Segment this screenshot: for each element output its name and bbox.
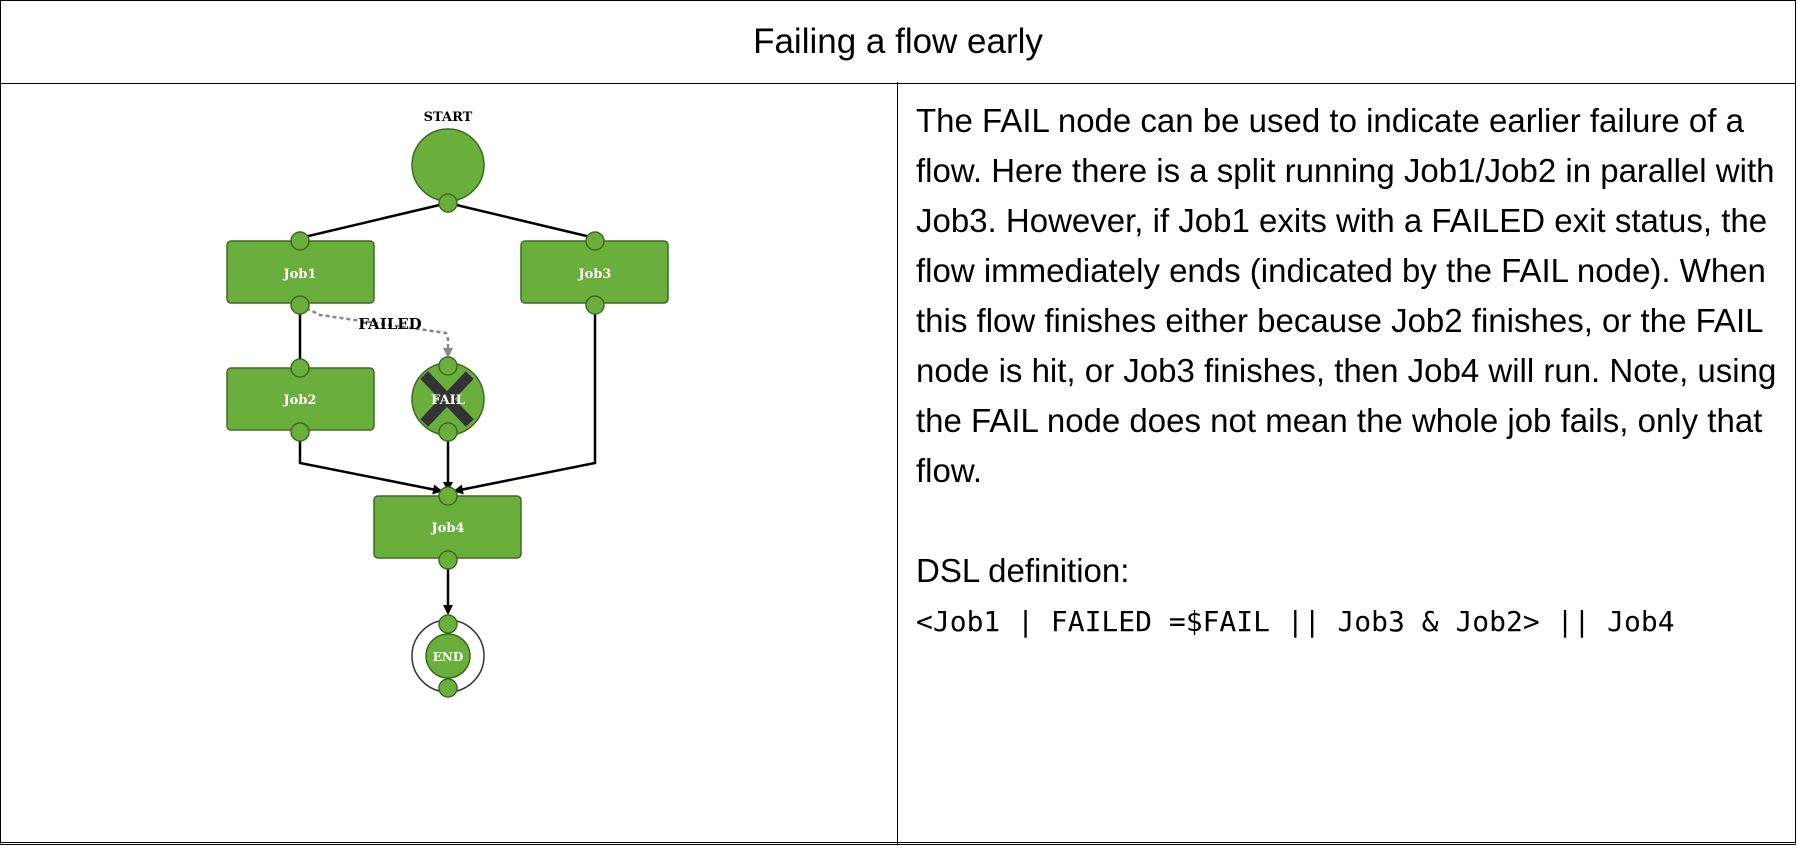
job3-port-in [585,231,605,251]
job2-label: Job2 [283,393,317,408]
job2-port-in [290,358,310,378]
end-port-out [438,678,458,698]
job4-port-out [438,550,458,570]
start-node: START [411,110,485,213]
start-port-out [438,193,458,213]
fail-port-in [438,356,458,376]
job3-port-out [585,295,605,315]
flow-diagram: START Job1 Job3 FAILED Job2 [0,83,897,843]
dsl-definition-label: DSL definition: [916,552,1130,589]
description-cell: The FAIL node can be used to indicate ea… [916,96,1782,648]
job3-label: Job3 [578,267,612,282]
fail-x-icon [420,371,474,427]
job4-port-in [438,486,458,506]
fail-label: FAIL [431,393,465,408]
fail-port-out [438,422,458,442]
edge-job1-fail [299,303,453,358]
job1-port-in [290,231,310,251]
flow-diagram-svg: START Job1 Job3 FAILED Job2 [226,110,669,698]
job2-port-out [290,422,310,442]
job4-node: Job4 [373,486,522,570]
job1-port-out [290,295,310,315]
page-title: Failing a flow early [1,1,1795,84]
end-node: END [411,614,485,698]
job3-node: Job3 [520,231,669,315]
end-label: END [433,650,464,664]
column-divider [897,82,898,845]
fail-node: FAIL [411,356,485,442]
description-text: The FAIL node can be used to indicate ea… [916,102,1777,489]
failed-edge-label: FAILED [358,315,421,333]
end-port-in [438,614,458,634]
job4-label: Job4 [431,521,465,536]
job1-node: Job1 [226,231,375,315]
edge-job2-job4 [298,432,443,495]
edge-job3-job4 [453,305,597,495]
job2-node: Job2 [226,358,375,442]
dsl-definition-code: <Job1 | FAILED =$FAIL || Job3 & Job2> ||… [916,605,1675,638]
start-label: START [424,110,473,125]
job1-label: Job1 [283,267,317,282]
